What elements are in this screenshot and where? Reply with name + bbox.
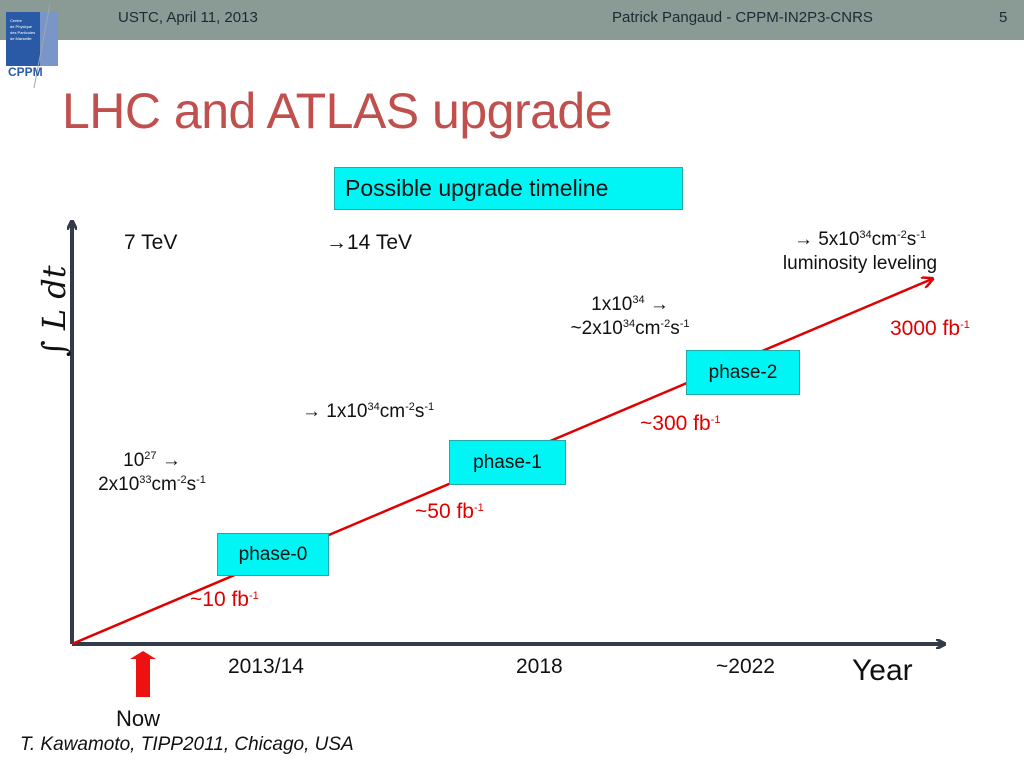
logo-line-4: de Marseille [10,36,32,41]
slide-title: LHC and ATLAS upgrade [62,83,613,139]
now-arrow-icon [130,651,156,697]
integrated-lumi-300: ~300 fb-1 [640,412,721,435]
integrated-lumi-10: ~10 fb-1 [190,588,259,611]
logo-line-1: Centre [10,18,23,23]
x-tick-2018: 2018 [516,655,563,678]
lumi-note-2: → 1x1034cm-2s-1 [302,401,435,422]
timeline-title-box: Possible upgrade timeline [334,167,683,210]
x-tick-2022: ~2022 [716,655,775,678]
integrated-lumi-50: ~50 fb-1 [415,500,484,523]
cppm-logo: Centre de Physique des Particules de Mar… [6,4,58,88]
phase-1-box: phase-1 [449,440,566,485]
lumi-note-3: 1x1034 → ~2x1034cm-2s-1 [570,294,690,339]
lumi-note-4: → 5x1034cm-2s-1 luminosity leveling [782,229,938,274]
header-author: Patrick Pangaud - CPPM-IN2P3-CNRS [612,9,873,26]
energy-14tev: →14 TeV [326,231,412,254]
phase-0-box: phase-0 [217,533,329,576]
x-axis-label: Year [852,654,913,687]
now-label: Now [116,706,161,731]
energy-7tev: 7 TeV [124,231,178,254]
phase-2-box: phase-2 [686,350,800,395]
integrated-lumi-3000: 3000 fb-1 [890,317,970,340]
lumi-note-1: 1027 → 2x1033cm-2s-1 [98,450,206,495]
header-date: USTC, April 11, 2013 [118,9,258,26]
citation-footer: T. Kawamoto, TIPP2011, Chicago, USA [20,734,354,755]
logo-acronym: CPPM [8,65,43,79]
logo-line-3: des Particules [10,30,35,35]
page-number: 5 [999,9,1008,26]
x-tick-2013: 2013/14 [228,655,304,678]
header-bar: USTC, April 11, 2013 Patrick Pangaud - C… [0,0,1024,40]
logo-line-2: de Physique [10,24,33,29]
y-axis-label: ∫ L dt [35,265,73,357]
